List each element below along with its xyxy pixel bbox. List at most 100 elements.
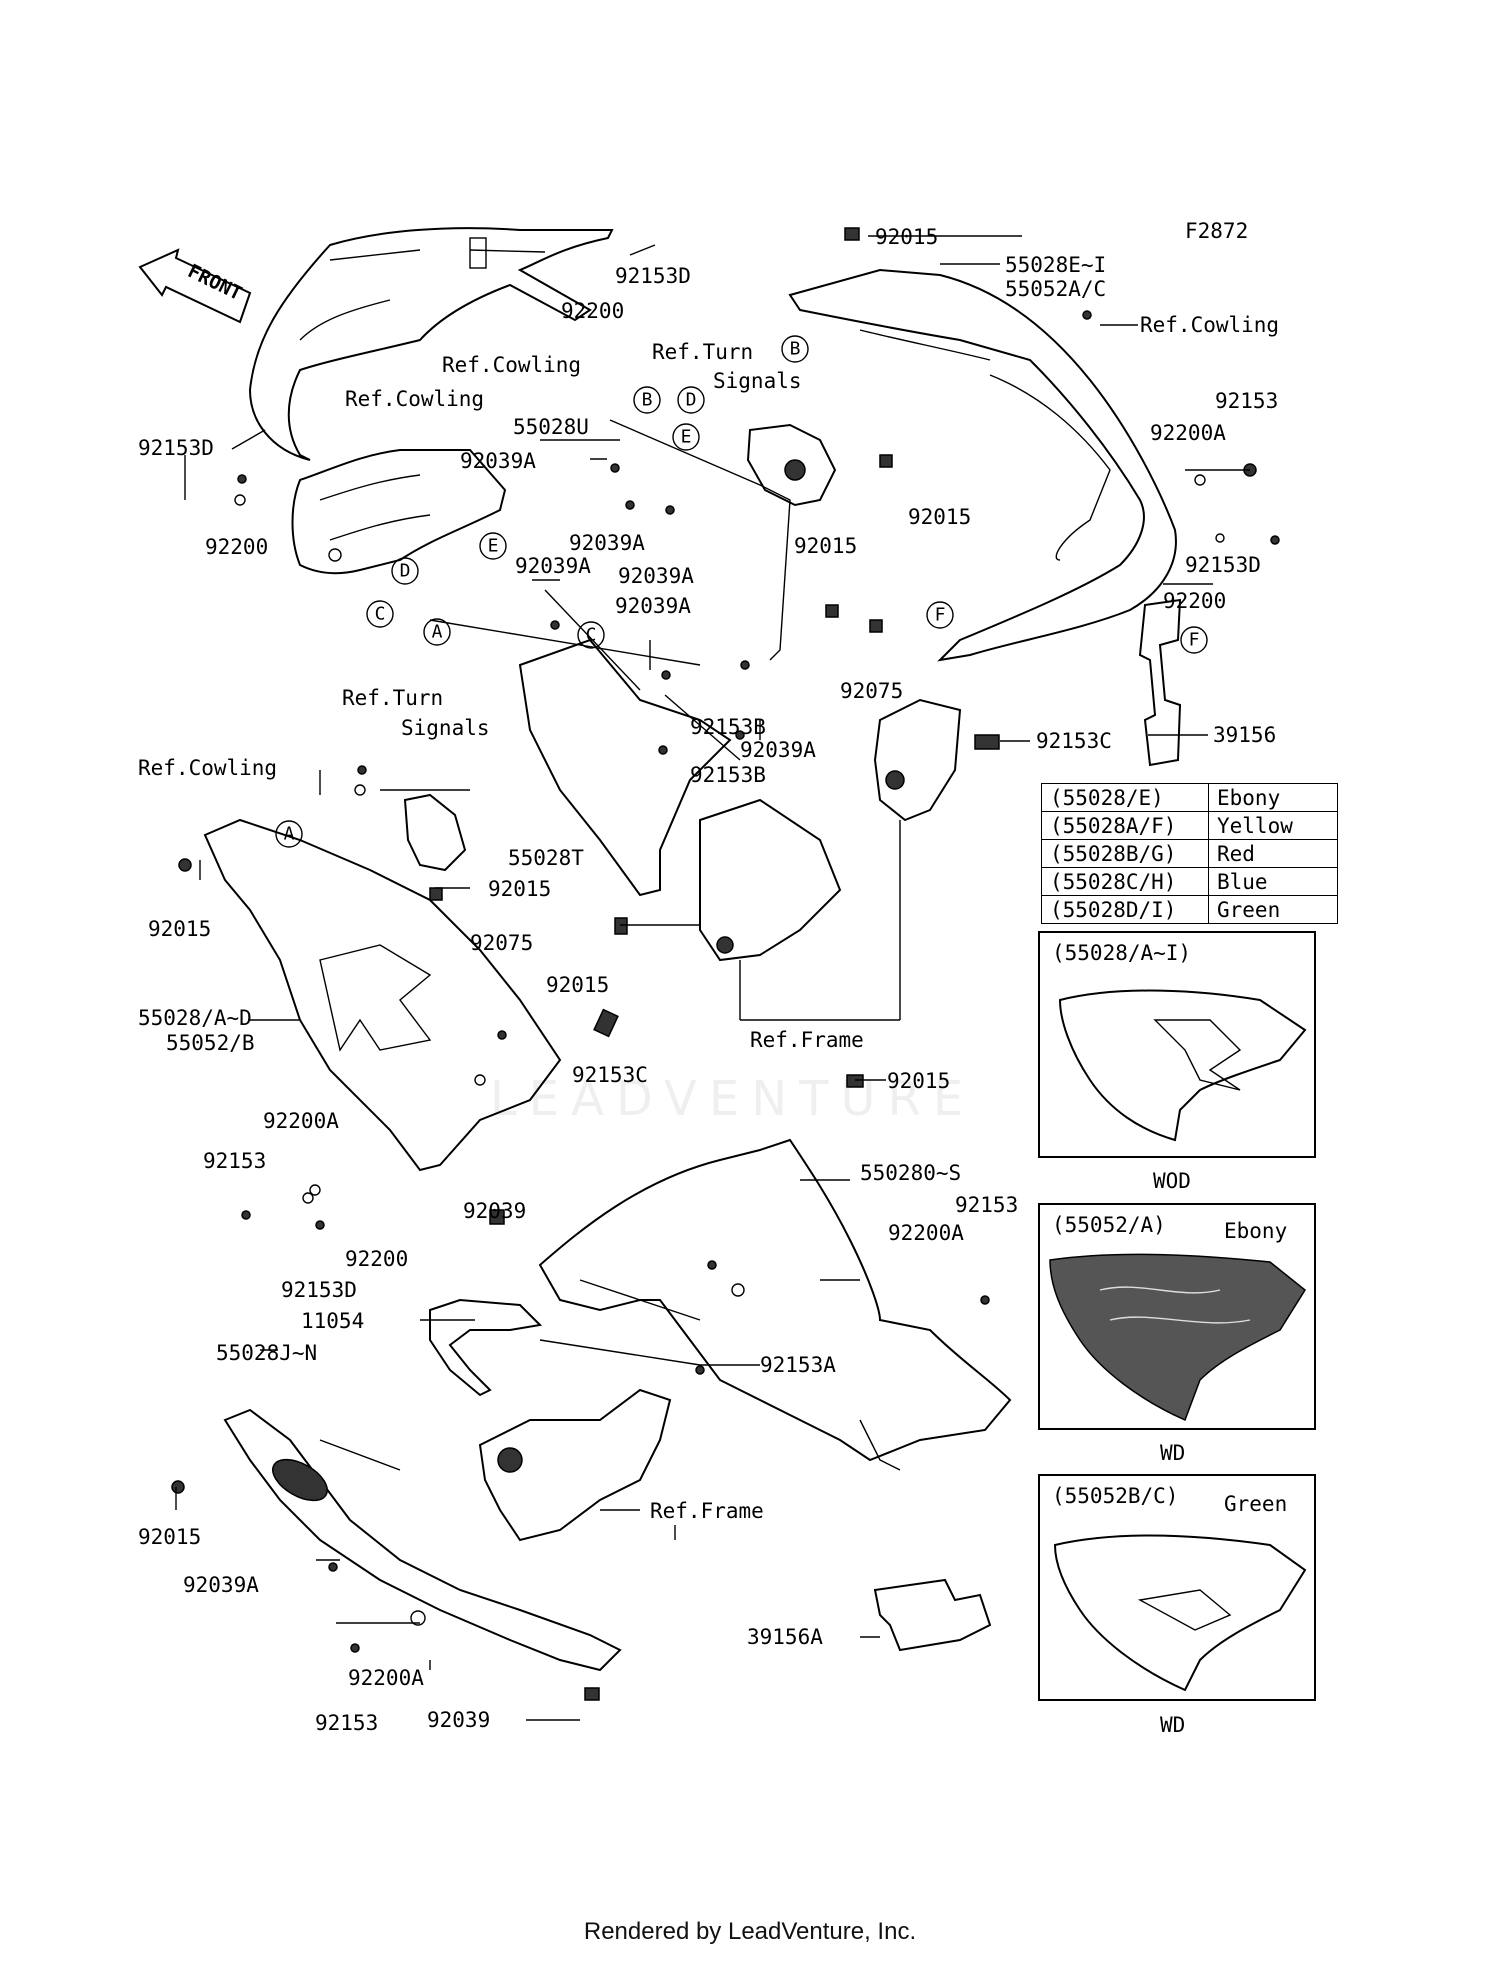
color-code: (55028D/I) [1041, 895, 1209, 924]
label-92153c: 92153C [572, 1063, 648, 1087]
svg-text:A: A [432, 622, 443, 643]
label-55028t: 55028T [508, 846, 584, 870]
color-code: (55028A/F) [1041, 811, 1209, 840]
label-92015: 92015 [138, 1525, 201, 1549]
svg-text:B: B [790, 339, 801, 360]
color-name: Yellow [1208, 811, 1338, 840]
variant-color-label: Ebony [1224, 1219, 1287, 1243]
color-table: (55028/E) Ebony (55028A/F) Yellow (55028… [1041, 783, 1338, 924]
label-92153d: 92153D [1185, 553, 1261, 577]
color-name: Green [1208, 895, 1338, 924]
fastener-icons [171, 227, 1280, 1701]
footer-credit: Rendered by LeadVenture, Inc. [583, 1918, 917, 1945]
svg-text:F: F [935, 605, 946, 626]
label-92039a: 92039A [740, 738, 816, 762]
color-code: (55028C/H) [1041, 867, 1209, 896]
svg-text:D: D [686, 390, 697, 411]
label-signals: Signals [401, 716, 490, 740]
label-ref-frame: Ref.Frame [650, 1499, 764, 1523]
front-label: FRONT [184, 260, 245, 305]
variant-header: (55052/A) [1052, 1213, 1166, 1237]
label-92039a: 92039A [515, 554, 591, 578]
svg-text:C: C [375, 604, 386, 625]
label-ref-cowling: Ref.Cowling [1140, 313, 1279, 337]
label-92015: 92015 [148, 917, 211, 941]
label-ref-turn: Ref.Turn [652, 340, 753, 364]
variant-header: (55028/A~I) [1052, 941, 1191, 965]
variant-caption: WD [1160, 1713, 1185, 1737]
variant-panel-2: (55052/A) Ebony WD [1038, 1203, 1316, 1465]
label-ref-turn: Ref.Turn [342, 686, 443, 710]
label-92015: 92015 [546, 973, 609, 997]
variant-panel-1: (55028/A~I) WOD [1038, 931, 1316, 1193]
front-arrow-icon: FRONT [138, 248, 252, 324]
label-92015: 92015 [488, 877, 551, 901]
letter-circle-d: D [677, 386, 705, 414]
label-92039: 92039 [463, 1199, 526, 1223]
svg-text:A: A [284, 824, 295, 845]
label-92039a: 92039A [183, 1573, 259, 1597]
label-92153a: 92153A [760, 1353, 836, 1377]
letter-circle-c: C [577, 621, 605, 649]
label-92039: 92039 [427, 1708, 490, 1732]
label-92153b: 92153B [690, 715, 766, 739]
color-table-row: (55028/E) Ebony [1041, 783, 1338, 812]
figure-code: F2872 [1185, 219, 1248, 243]
color-table-row: (55028D/I) Green [1041, 895, 1338, 924]
label-92200a: 92200A [1150, 421, 1226, 445]
color-code: (55028/E) [1041, 783, 1209, 812]
label-92039a: 92039A [615, 594, 691, 618]
label-92153b: 92153B [690, 763, 766, 787]
label-92200a: 92200A [888, 1221, 964, 1245]
label-92153: 92153 [203, 1149, 266, 1173]
svg-text:D: D [400, 561, 411, 582]
label-92153: 92153 [1215, 389, 1278, 413]
color-table-row: (55028B/G) Red [1041, 839, 1338, 868]
letter-circle-f: F [926, 601, 954, 629]
pad-39156A-part [873, 1578, 992, 1652]
color-code: (55028B/G) [1041, 839, 1209, 868]
label-92200: 92200 [205, 535, 268, 559]
variant-panel-3: (55052B/C) Green WD [1038, 1474, 1316, 1737]
label-92039a: 92039A [569, 531, 645, 555]
label-ref-cowling: Ref.Cowling [442, 353, 581, 377]
variant-caption: WOD [1153, 1169, 1191, 1193]
label-55028e-i: 55028E~I [1005, 253, 1106, 277]
label-ref-cowling: Ref.Cowling [138, 756, 277, 780]
left-side-fairing-part [203, 818, 562, 1172]
color-table-row: (55028C/H) Blue [1041, 867, 1338, 896]
letter-circle-b: B [633, 386, 661, 414]
label-55028u: 55028U [513, 415, 589, 439]
label-92075: 92075 [470, 931, 533, 955]
letter-circle-b: B [781, 335, 809, 363]
frame-bracket-right [873, 698, 962, 822]
color-name: Blue [1208, 867, 1338, 896]
letter-circle-e: E [672, 423, 700, 451]
label-92015: 92015 [908, 505, 971, 529]
turn-signal-bracket-left [403, 793, 467, 872]
label-92200a: 92200A [348, 1666, 424, 1690]
label-550280-s: 550280~S [860, 1161, 961, 1185]
svg-text:B: B [642, 390, 653, 411]
turn-signal-bracket-right [746, 423, 837, 507]
letter-circle-a: A [423, 618, 451, 646]
frame-lower-part [478, 1388, 672, 1542]
label-92200: 92200 [1163, 589, 1226, 613]
leader-lines [175, 235, 1250, 1721]
label-39156a: 39156A [747, 1625, 823, 1649]
label-92200: 92200 [561, 299, 624, 323]
label-92039a: 92039A [460, 449, 536, 473]
label-92153d: 92153D [138, 436, 214, 460]
label-55028j-n: 55028J~N [216, 1341, 317, 1365]
pad-39156-part [1138, 598, 1182, 767]
variant-color-label: Green [1224, 1492, 1287, 1516]
label-ref-frame: Ref.Frame [750, 1028, 864, 1052]
letter-circle-e: E [479, 532, 507, 560]
label-92015: 92015 [794, 534, 857, 558]
upper-cowl-part [248, 227, 614, 461]
label-ref-cowling: Ref.Cowling [345, 387, 484, 411]
svg-text:C: C [586, 625, 597, 646]
label-signals: Signals [713, 369, 802, 393]
letter-circle-a: A [275, 820, 303, 848]
lower-fairing-part [538, 1138, 1012, 1471]
